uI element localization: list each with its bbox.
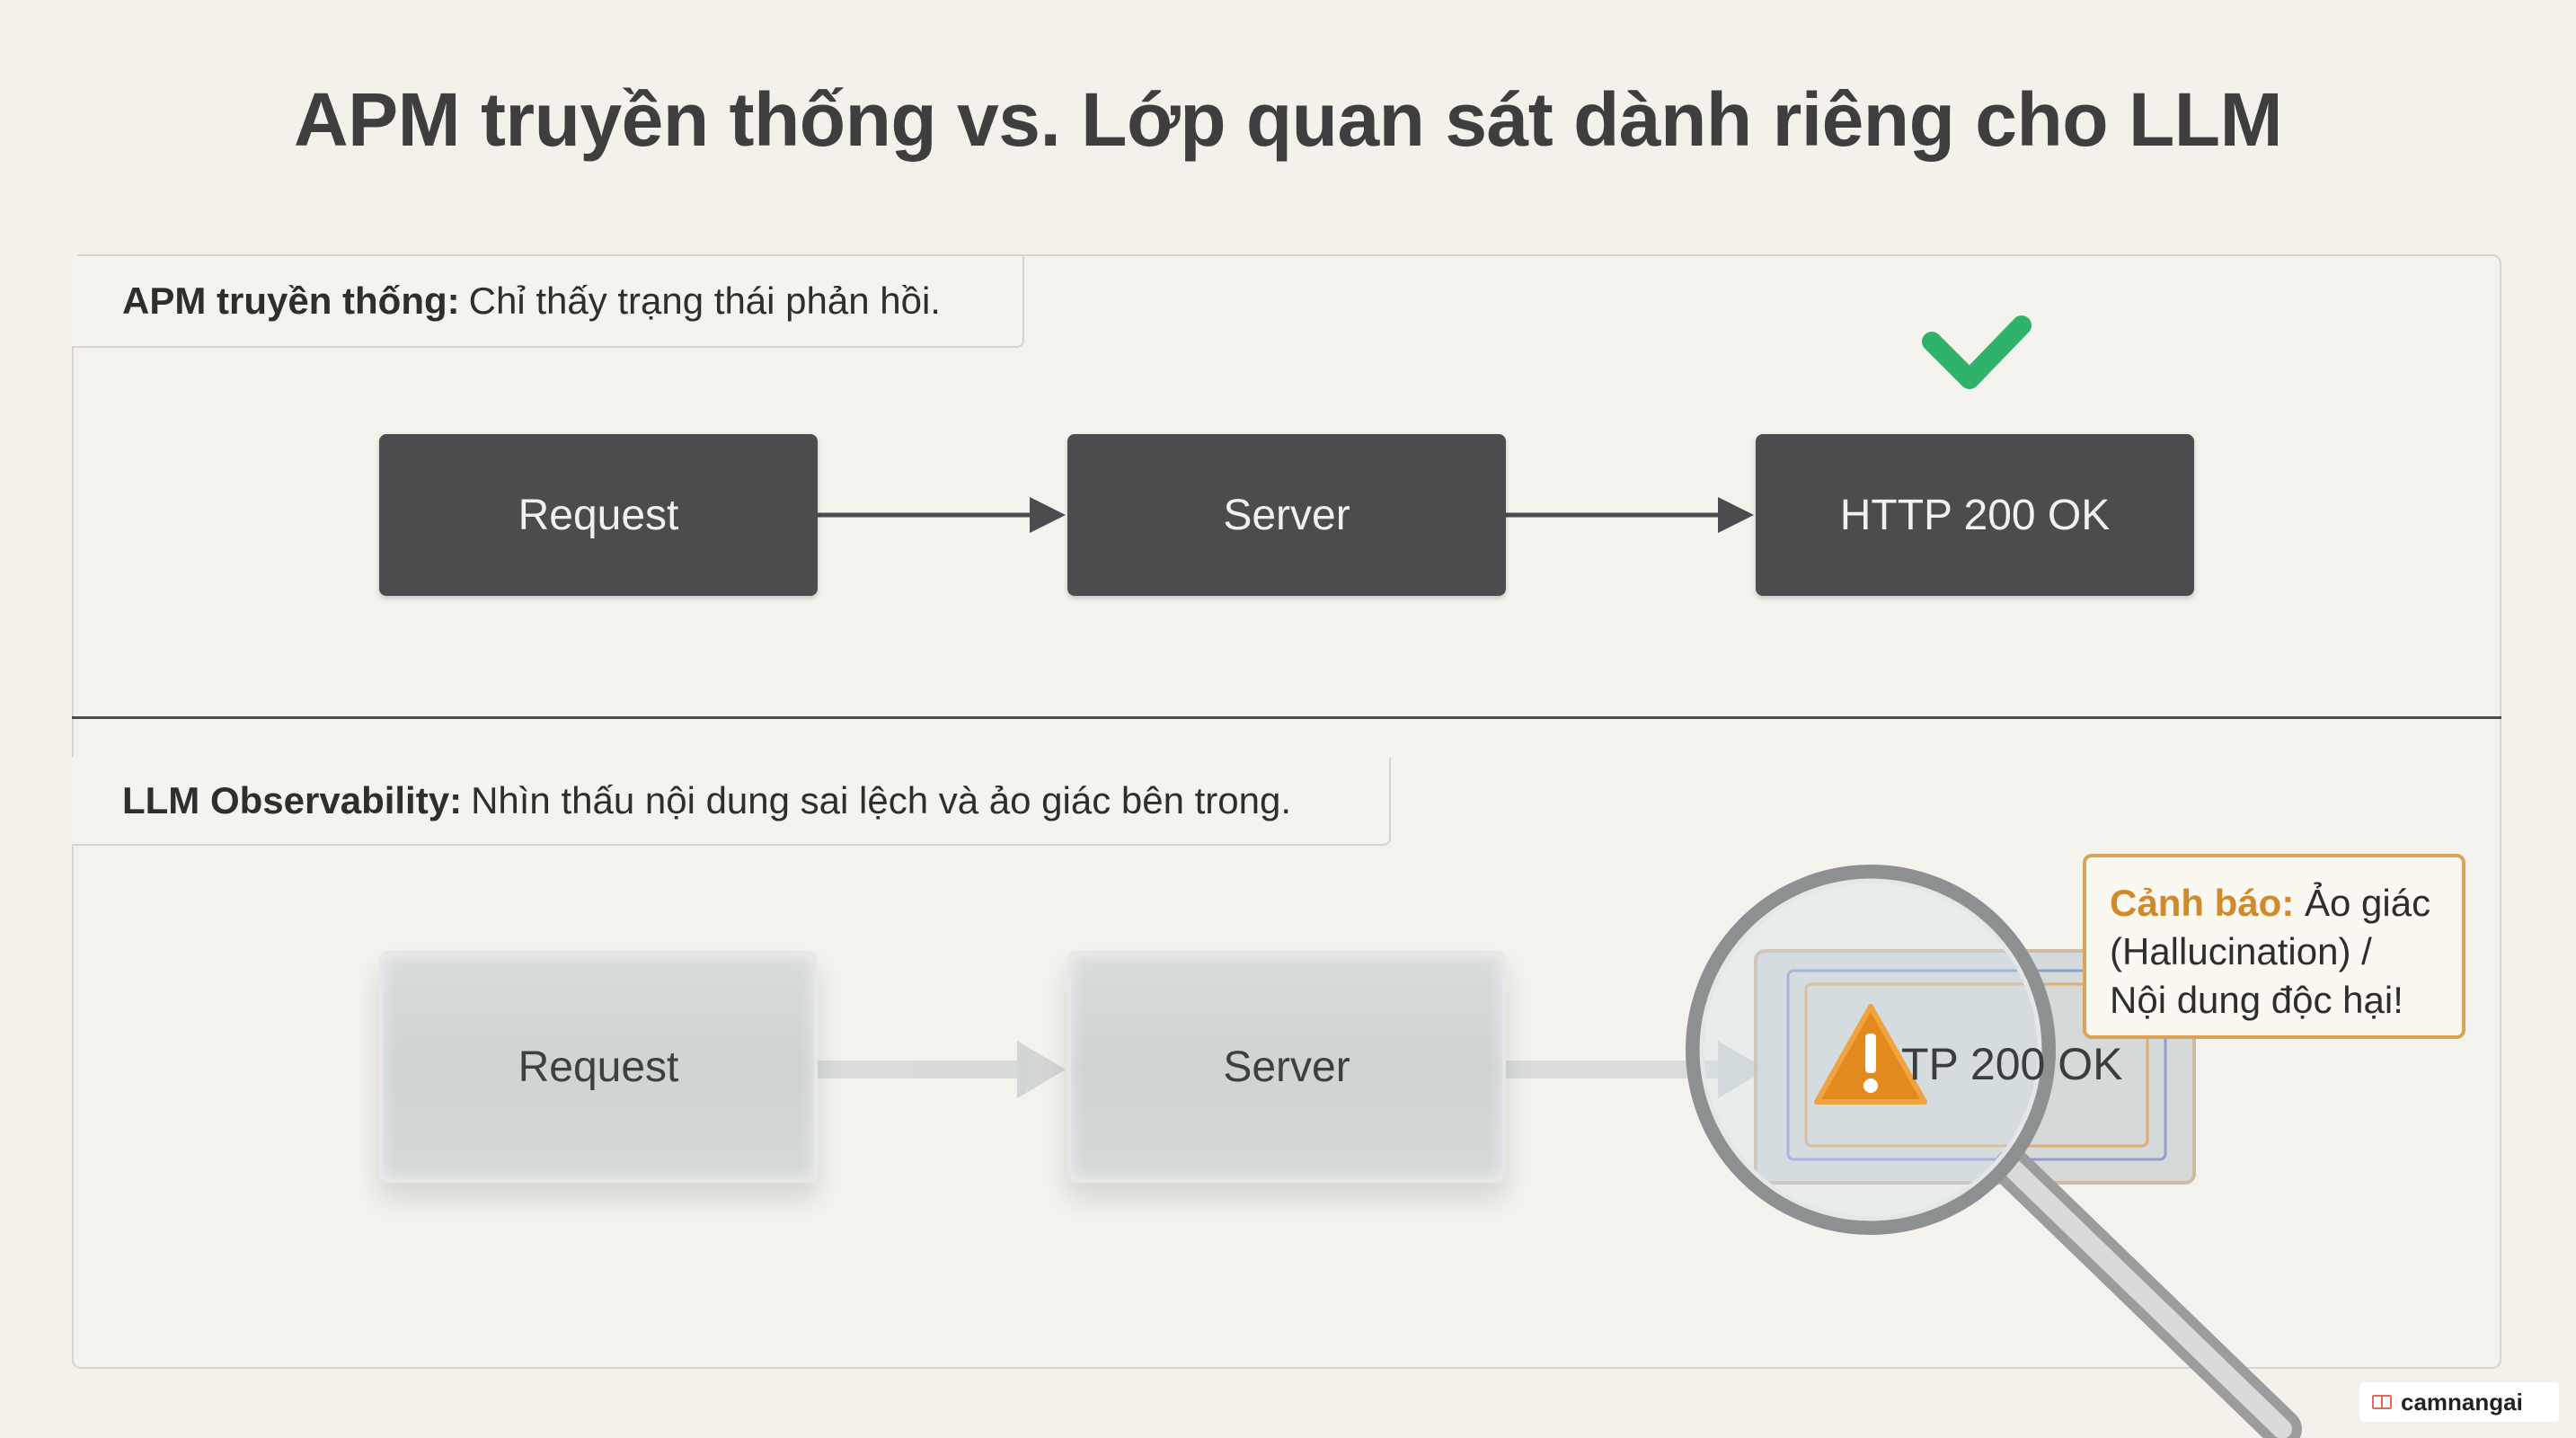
page-title: APM truyền thống vs. Lớp quan sát dành r… [293, 77, 2283, 162]
warning-callout: Cảnh báo: Ảo giác (Hallucination) / Nội … [2083, 854, 2465, 1039]
llm-label-text: Nhìn thấu nội dung sai lệch và ảo giác b… [471, 779, 1292, 821]
bottom-arrow-1 [818, 1041, 1066, 1098]
checkmark-icon [1922, 315, 2032, 389]
apm-label-bold: APM truyền thống: [122, 280, 460, 322]
book-icon [2372, 1395, 2392, 1409]
bottom-server-node: Server [1067, 951, 1506, 1183]
warning-label: Cảnh báo: [2110, 882, 2295, 924]
apm-section-label: APM truyền thống: Chỉ thấy trạng thái ph… [72, 256, 1024, 348]
warning-line-3: Nội dung độc hại! [2110, 979, 2403, 1021]
warning-line-2: (Hallucination) / [2110, 930, 2372, 972]
apm-label-text: Chỉ thấy trạng thái phản hồi. [468, 280, 941, 322]
warning-triangle-icon [1814, 1004, 1927, 1105]
top-request-node: Request [379, 434, 818, 596]
bottom-request-node: Request [379, 951, 818, 1183]
llm-label-bold: LLM Observability: [122, 779, 463, 821]
warning-line-1: Ảo giác [2305, 882, 2431, 924]
watermark: camnangai [2359, 1382, 2559, 1422]
llm-section-label: LLM Observability: Nhìn thấu nội dung sa… [72, 758, 1391, 846]
watermark-text: camnangai [2401, 1388, 2523, 1416]
section-divider [72, 716, 2501, 719]
top-response-node: HTTP 200 OK [1756, 434, 2194, 596]
bottom-arrow-2 [1506, 1041, 1766, 1098]
top-arrow-1 [818, 497, 1066, 533]
top-server-node: Server [1067, 434, 1506, 596]
top-arrow-2 [1506, 497, 1754, 533]
magnified-response-text: TP 200 OK [1901, 1039, 2123, 1089]
